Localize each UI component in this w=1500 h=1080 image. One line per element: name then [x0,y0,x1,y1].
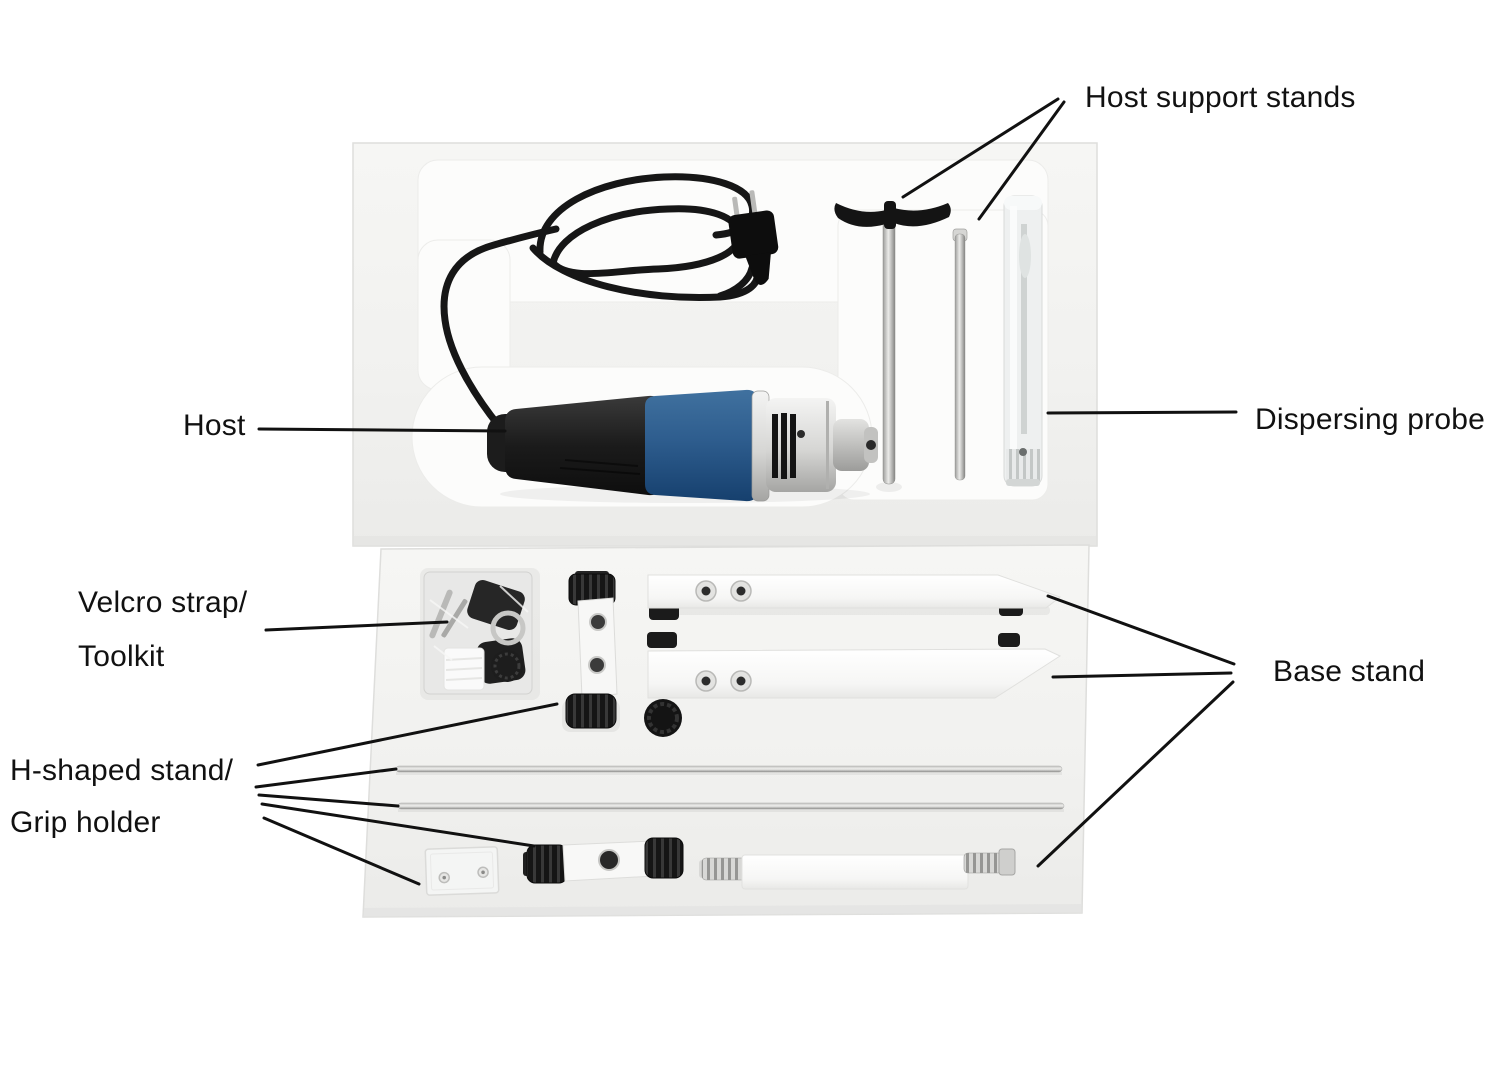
velcro-strap [443,647,485,691]
stand-rod-lower [397,802,1065,812]
leader-lines [254,97,1238,886]
probe-rib-section [1006,449,1040,481]
grip-holder [523,837,684,884]
toolkit-bag [420,568,540,700]
wrench [429,589,453,639]
threaded-screw-left [701,857,747,881]
leader-host [257,427,507,433]
bolt-head [998,848,1016,876]
stand-rod-upper [395,765,1063,775]
threaded-screw-right [963,852,1003,874]
label-toolkit: Toolkit [78,640,165,673]
host-black-grip [505,395,661,496]
leader-host-support-2 [977,100,1066,221]
label-velcro-strap: Velcro strap/ [78,586,248,619]
host-blue-body [645,389,757,502]
leader-host-support-1 [901,97,1060,199]
leader-h-stand [256,702,559,767]
label-dispersing-probe: Dispersing probe [1255,403,1485,436]
label-base-stand: Base stand [1273,655,1426,688]
leader-base-stand-3 [1036,680,1235,868]
grip-knob-left [526,844,568,884]
thin-support-stand-rod [952,228,968,481]
stand-knob-bottom [565,693,617,729]
host-chuck [833,419,869,471]
metal-ring [490,610,526,646]
leader-toolkit [264,620,449,632]
support-stand-rod [882,219,896,485]
leader-grip-holder [260,802,536,848]
base-stand-crossbar [699,848,1016,890]
base-stand-arm-lower [644,632,1062,737]
power-cord [440,173,762,430]
host-vent-slots [772,413,796,479]
host-homogenizer-unit [487,389,878,503]
acrylic-plate [424,846,500,896]
leader-acrylic-plate [262,816,421,886]
leader-rod-1 [254,767,398,789]
plug-prong [749,190,758,215]
h-shaped-stand [562,571,620,732]
stand-white-plate [577,597,618,699]
dispersing-probe-tube [1003,195,1043,487]
leader-base-stand-1 [1046,594,1236,666]
leader-rod-2 [257,793,400,808]
leader-dispersing-probe [1046,410,1238,415]
label-host: Host [183,409,246,442]
label-h-shaped-stand: H-shaped stand/ [10,754,234,787]
base-stand-arm-upper [647,574,1062,620]
leader-base-stand-2 [1051,671,1233,679]
lower-foam-tray [362,544,1090,918]
grip-knob-right [644,837,684,879]
t-handle-support-stand [834,201,951,492]
power-plug [728,190,779,285]
label-grip-holder: Grip holder [10,806,161,839]
label-host-support-stands: Host support stands [1085,81,1356,114]
